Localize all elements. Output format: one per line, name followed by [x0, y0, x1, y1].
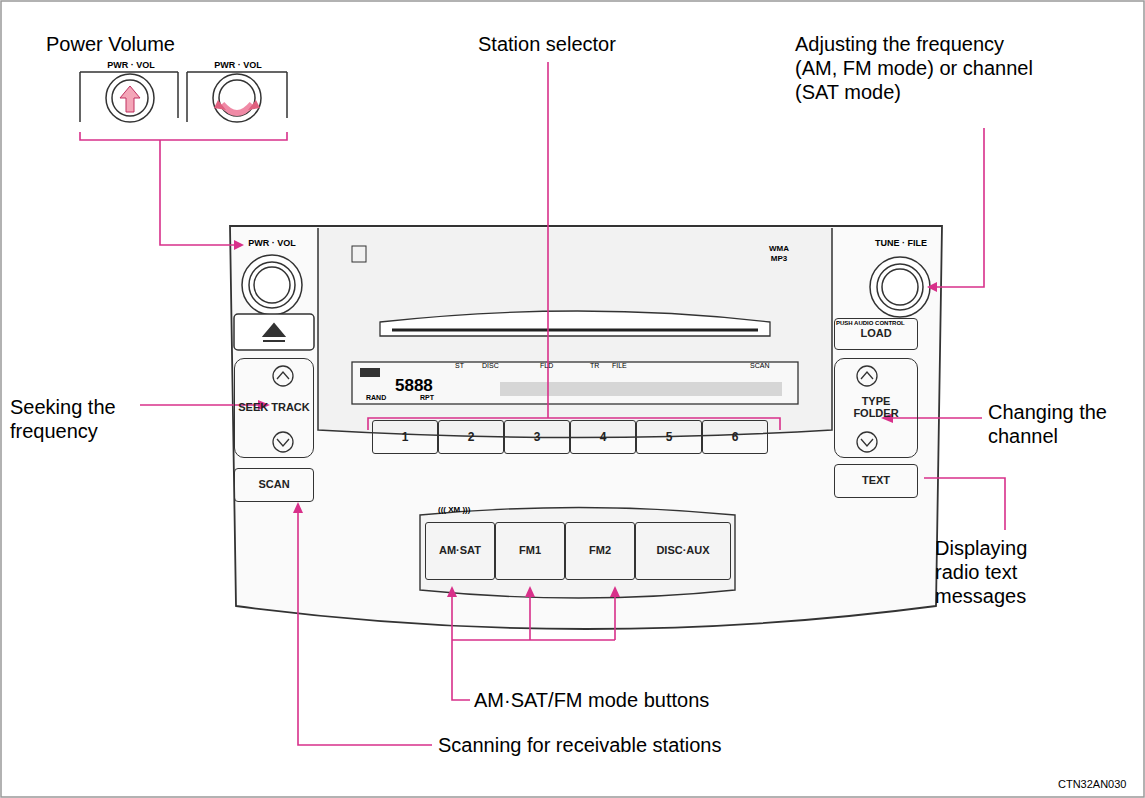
display-text: DISC [482, 362, 499, 370]
button-text: TEXT [862, 475, 890, 487]
type-folder-button: TYPE FOLDER [834, 358, 918, 458]
text-button: TEXT [834, 464, 918, 498]
mode-button: DISC·AUX [635, 522, 731, 580]
display-text: FLD [540, 362, 553, 370]
button-text: SEEK TRACK [238, 402, 310, 414]
knob-label: TUNE · FILE [856, 238, 946, 249]
button-text: FM1 [519, 545, 541, 557]
button-text: SCAN [258, 479, 289, 491]
display-text: TR [590, 362, 599, 370]
button-text: AM·SAT [439, 545, 481, 557]
preset-button: 2 [438, 420, 504, 454]
mode-button: FM1 [495, 522, 565, 580]
button-text: FM2 [589, 545, 611, 557]
load-button: LOAD [834, 318, 918, 350]
callout-text: Scanning for receivable stations [438, 733, 722, 757]
logo-text: ((( XM ))) [438, 505, 470, 515]
callout-text: Displaying radio text messages [935, 536, 1075, 608]
mode-button: FM2 [565, 522, 635, 580]
button-text: DISC·AUX [656, 545, 709, 557]
callout-text: Changing the channel [988, 400, 1138, 448]
callout-text: AM·SAT/FM mode buttons [474, 688, 709, 712]
display-text: SCAN [750, 362, 769, 370]
preset-button: 6 [702, 420, 768, 454]
button-text: 3 [534, 431, 541, 444]
display-text: RAND [366, 394, 386, 402]
button-text: TYPE FOLDER [838, 396, 914, 419]
preset-button: 3 [504, 420, 570, 454]
knob-label: PWR · VOL [190, 60, 286, 71]
display-text: FILE [612, 362, 627, 370]
preset-button: 4 [570, 420, 636, 454]
preset-button: 5 [636, 420, 702, 454]
seek-track-button: SEEK TRACK [234, 358, 314, 458]
display-text: ST [455, 362, 464, 370]
button-text: 2 [468, 431, 475, 444]
button-text: 1 [402, 431, 409, 444]
button-text: 6 [732, 431, 739, 444]
callout-text: Adjusting the frequency (AM, FM mode) or… [795, 32, 1035, 104]
display-text: 5888 [395, 376, 433, 396]
knob-label: PWR · VOL [84, 60, 178, 71]
mode-button: AM·SAT [425, 522, 495, 580]
callout-text: Station selector [478, 32, 616, 56]
preset-button: 1 [372, 420, 438, 454]
scan-button: SCAN [234, 468, 314, 502]
button-text: 4 [600, 431, 607, 444]
callout-text: Seeking the frequency [10, 395, 140, 443]
panel-text: WMA MP3 [762, 244, 796, 263]
knob-label: PWR · VOL [232, 238, 312, 249]
button-text: 5 [666, 431, 673, 444]
button-text: LOAD [860, 328, 891, 340]
panel-text: PUSH AUDIO CONTROL [836, 320, 905, 327]
figure-code: CTN32AN030 [1058, 778, 1126, 791]
callout-text: Power Volume [46, 32, 175, 56]
display-text: RPT [420, 394, 434, 402]
